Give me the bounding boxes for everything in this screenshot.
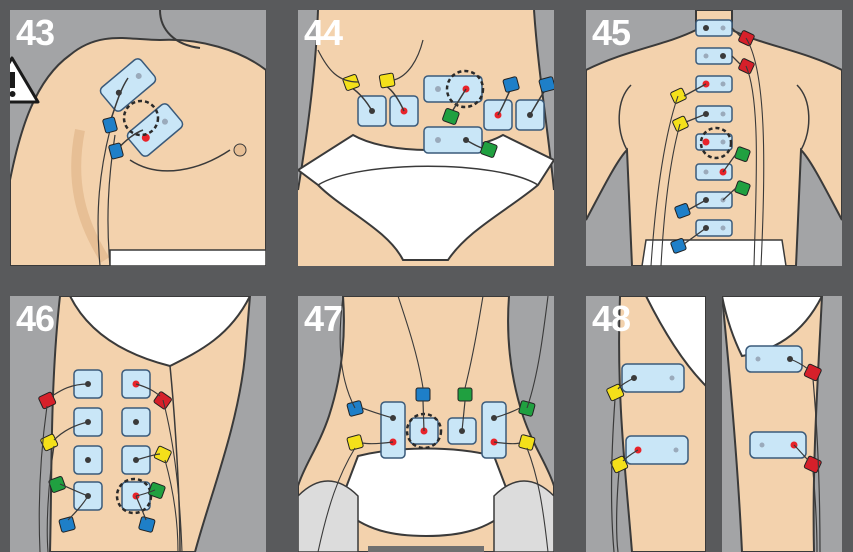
panel-44-abdomen: 44	[298, 10, 554, 266]
panel-43-chest: 43	[10, 10, 266, 266]
panel-number: 44	[304, 14, 342, 52]
electrode-pad	[746, 346, 802, 372]
panel-number: 45	[592, 14, 630, 52]
panel-number: 47	[304, 300, 342, 338]
panel-47-lower-back: 47	[298, 296, 554, 552]
panel-number: 43	[16, 14, 54, 52]
panel-46-thigh-front: 46	[10, 296, 266, 552]
electrode-pad	[424, 76, 482, 102]
panel-48-thigh-right	[722, 296, 842, 552]
electrode-pad	[750, 432, 806, 458]
electrode-pad	[424, 127, 482, 153]
panel-number: 48	[592, 300, 630, 338]
panel-number: 46	[16, 300, 54, 338]
warning-triangle-icon	[10, 50, 42, 110]
panel-48-thigh-left: 48	[586, 296, 706, 552]
panel-45-back: 45	[586, 10, 842, 266]
illustration-thigh-inner	[722, 296, 842, 552]
